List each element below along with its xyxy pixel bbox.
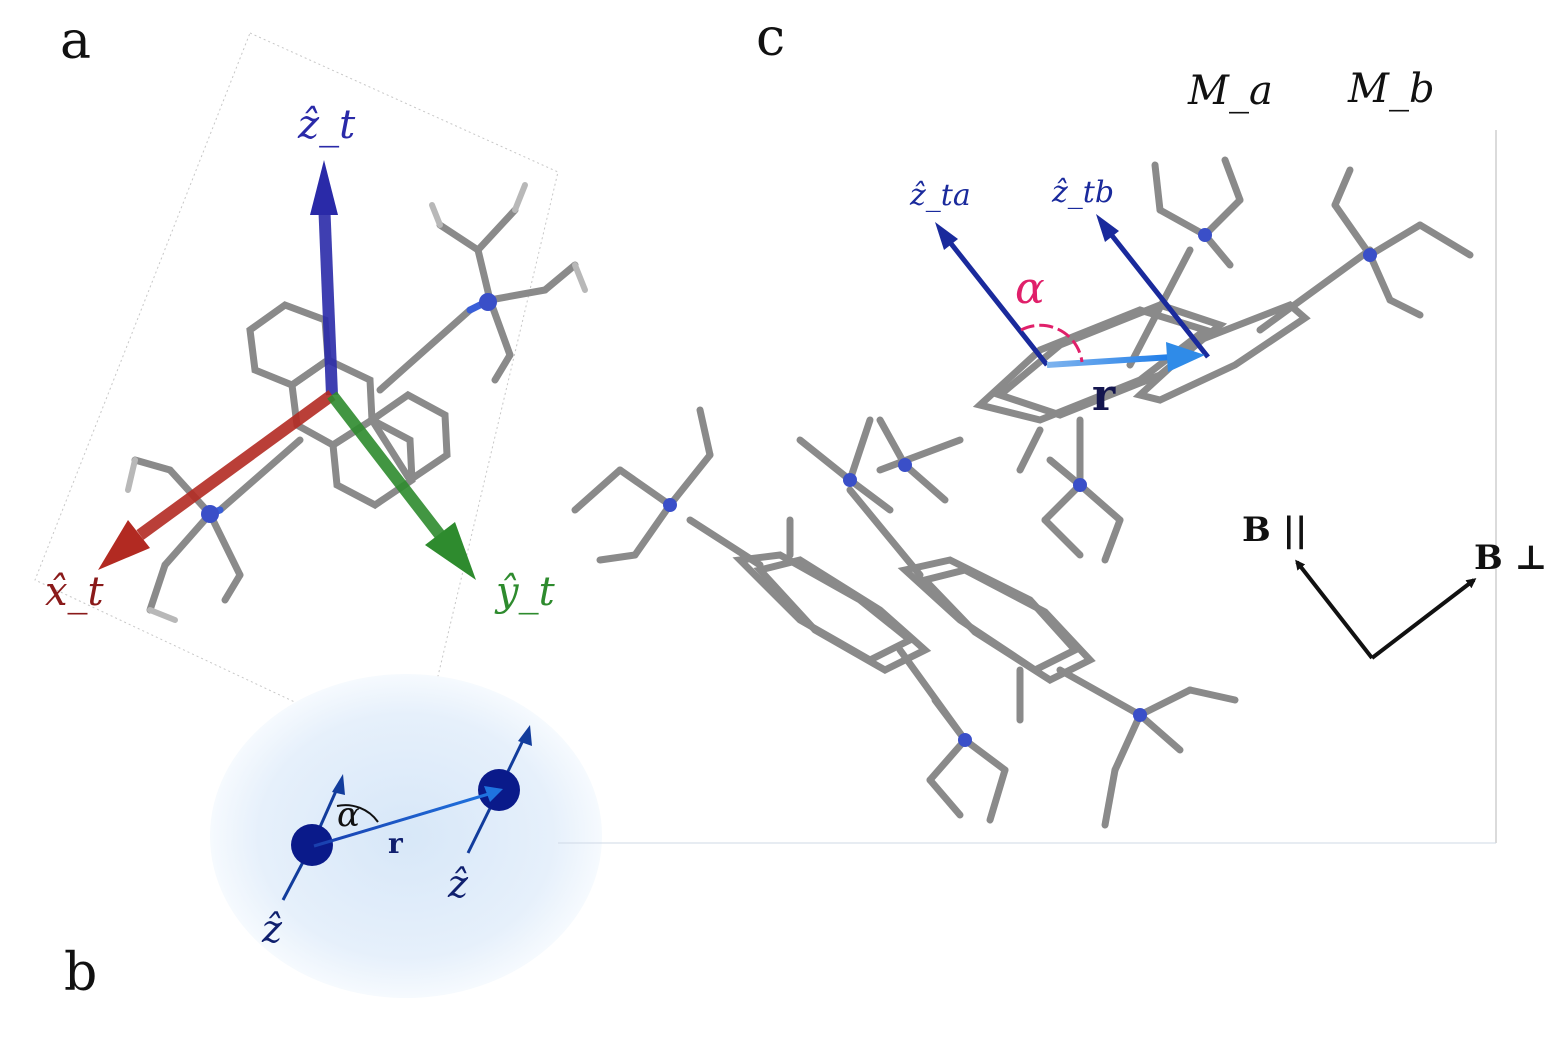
nitrogen-atom-c-8: [1133, 708, 1147, 722]
field-perp-arrow: [1370, 578, 1477, 660]
field-parallel-label: B ||: [1242, 510, 1307, 550]
nitrogen-atom-c-3: [1073, 478, 1087, 492]
panel-c: M_a M_b ẑ_ta ẑ_tb α r B || B ⊥: [558, 66, 1547, 844]
nitrogen-atom-lower: [201, 505, 219, 523]
field-parallel-arrow: [1295, 559, 1374, 660]
axis-z-tb: [1096, 214, 1210, 359]
vector-r-label-c: r: [1092, 370, 1116, 421]
angle-arc-b: [336, 804, 379, 823]
spin-left: [281, 774, 345, 901]
right-axis-label-b: ẑ: [447, 862, 469, 906]
vector-r-c: [1046, 342, 1205, 372]
panel-label-b: b: [64, 943, 97, 1003]
nitrogen-atom-c-2: [1363, 248, 1377, 262]
axis-x-t-label: x̂_t: [45, 569, 105, 615]
lower-stack: [686, 486, 1144, 744]
nitrogen-atom-c-1: [1198, 228, 1212, 242]
axis-z-t: [310, 160, 338, 396]
axis-z-ta: [935, 222, 1049, 367]
angle-arc-c: [1020, 323, 1084, 363]
vector-r-b: [313, 786, 503, 848]
nitrogen-atom-c-6: [898, 458, 912, 472]
panel-label-a: a: [60, 11, 91, 71]
nitrogen-atom-c-4: [663, 498, 677, 512]
panel-a-frame: [34, 32, 559, 761]
nitrogen-atom-c-5: [843, 473, 857, 487]
panel-label-c: c: [756, 8, 785, 68]
axis-z-tb-label: ẑ_tb: [1051, 175, 1114, 210]
panel-a-molecule: [125, 182, 588, 623]
spin-left-sphere: [291, 824, 333, 866]
panel-b: α r ẑ ẑ: [210, 674, 602, 998]
panel-c-molecules: [571, 156, 1474, 829]
axis-x-t: [98, 390, 336, 570]
vector-r-label-b: r: [388, 827, 404, 860]
left-axis-label-b: ẑ: [261, 907, 283, 951]
upper-stack: [876, 246, 1374, 484]
nitrogen-atom-upper: [479, 293, 497, 311]
angle-label-c: α: [1015, 263, 1045, 314]
amine-group-lower: [125, 456, 244, 623]
axis-y-t: [327, 391, 476, 580]
field-perp-label: B ⊥: [1474, 538, 1547, 578]
nitrogen-atom-c-7: [958, 733, 972, 747]
angle-label-b: α: [337, 795, 360, 835]
amine-group-upper: [429, 182, 588, 384]
molecule-b-label: M_b: [1347, 66, 1435, 112]
molecule-a-label: M_a: [1187, 68, 1273, 114]
axis-z-ta-label: ẑ_ta: [909, 178, 971, 213]
field-arrows: [1295, 559, 1477, 660]
panel-a: ẑ_t x̂_t ŷ_t: [34, 32, 588, 761]
axis-y-t-label: ŷ_t: [494, 569, 556, 615]
panel-b-halo: [210, 674, 602, 998]
amine-clusters-c: [571, 156, 1474, 829]
axis-z-t-label: ẑ_t: [297, 102, 356, 148]
